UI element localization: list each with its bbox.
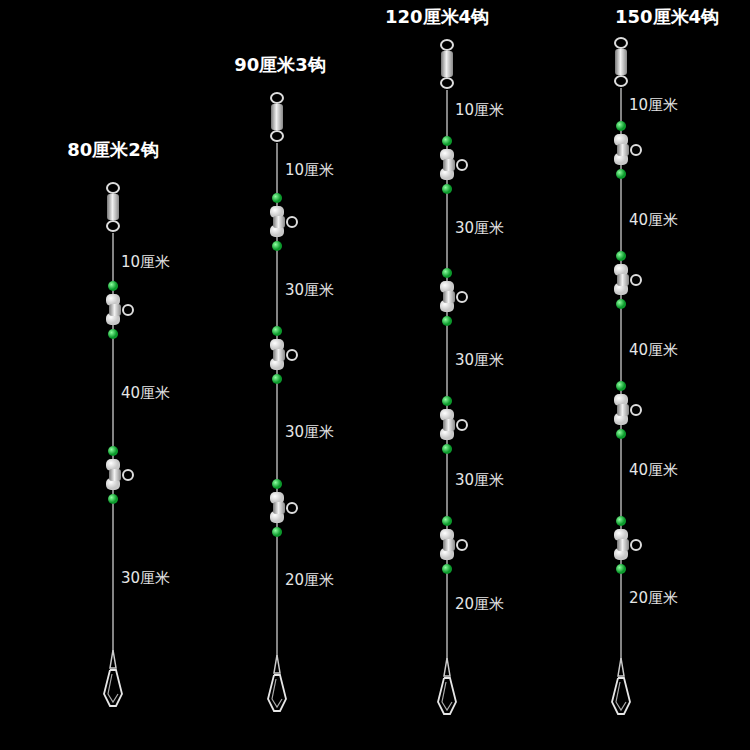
bead xyxy=(442,184,452,194)
three-way-swivel xyxy=(614,121,641,179)
barrel-swivel xyxy=(615,38,627,86)
rig-title: 80厘米2钩 xyxy=(67,141,159,159)
segment-length: 10厘米 xyxy=(285,163,334,178)
bead xyxy=(616,251,626,261)
fishing-rig xyxy=(612,38,641,714)
three-way-swivel xyxy=(270,479,297,537)
three-way-swivel xyxy=(440,516,467,574)
segment-length: 20厘米 xyxy=(285,573,334,588)
segment-length: 10厘米 xyxy=(121,255,170,270)
three-way-swivel xyxy=(614,381,641,439)
bead xyxy=(616,299,626,309)
bead xyxy=(616,516,626,526)
bead xyxy=(272,374,282,384)
snap-clip xyxy=(612,658,630,714)
segment-length: 30厘米 xyxy=(455,473,504,488)
segment-length: 40厘米 xyxy=(121,386,170,401)
bead xyxy=(442,516,452,526)
three-way-swivel xyxy=(440,268,467,326)
rig-title: 120厘米4钩 xyxy=(385,8,489,26)
bead xyxy=(272,527,282,537)
barrel-swivel xyxy=(441,40,453,88)
three-way-swivel xyxy=(106,281,133,339)
rig-title: 150厘米4钩 xyxy=(615,8,719,26)
bead xyxy=(442,396,452,406)
segment-length: 40厘米 xyxy=(629,343,678,358)
segment-length: 10厘米 xyxy=(629,98,678,113)
fishing-rig xyxy=(268,93,297,711)
bead xyxy=(108,494,118,504)
segment-length: 30厘米 xyxy=(121,571,170,586)
bead xyxy=(616,381,626,391)
barrel-swivel xyxy=(271,93,283,141)
bead xyxy=(442,444,452,454)
bead xyxy=(442,268,452,278)
fishing-rig xyxy=(438,40,467,714)
bead xyxy=(616,564,626,574)
bead xyxy=(108,446,118,456)
three-way-swivel xyxy=(440,136,467,194)
segment-length: 30厘米 xyxy=(285,425,334,440)
rig-title: 90厘米3钩 xyxy=(234,56,326,74)
three-way-swivel xyxy=(270,193,297,251)
bead xyxy=(108,329,118,339)
three-way-swivel xyxy=(270,326,297,384)
bead xyxy=(442,564,452,574)
segment-length: 30厘米 xyxy=(285,283,334,298)
bead xyxy=(272,479,282,489)
bead xyxy=(442,316,452,326)
segment-length: 30厘米 xyxy=(455,353,504,368)
bead xyxy=(616,121,626,131)
three-way-swivel xyxy=(614,251,641,309)
segment-length: 20厘米 xyxy=(629,591,678,606)
segment-length: 40厘米 xyxy=(629,213,678,228)
segment-length: 40厘米 xyxy=(629,463,678,478)
segment-length: 30厘米 xyxy=(455,221,504,236)
snap-clip xyxy=(268,655,286,711)
three-way-swivel xyxy=(106,446,133,504)
bead xyxy=(616,429,626,439)
bead xyxy=(272,241,282,251)
segment-length: 20厘米 xyxy=(455,597,504,612)
barrel-swivel xyxy=(107,183,119,231)
bead xyxy=(108,281,118,291)
bead xyxy=(272,326,282,336)
three-way-swivel xyxy=(614,516,641,574)
snap-clip xyxy=(438,658,456,714)
segment-length: 10厘米 xyxy=(455,103,504,118)
bead xyxy=(272,193,282,203)
bead xyxy=(616,169,626,179)
bead xyxy=(442,136,452,146)
snap-clip xyxy=(104,650,122,706)
three-way-swivel xyxy=(440,396,467,454)
